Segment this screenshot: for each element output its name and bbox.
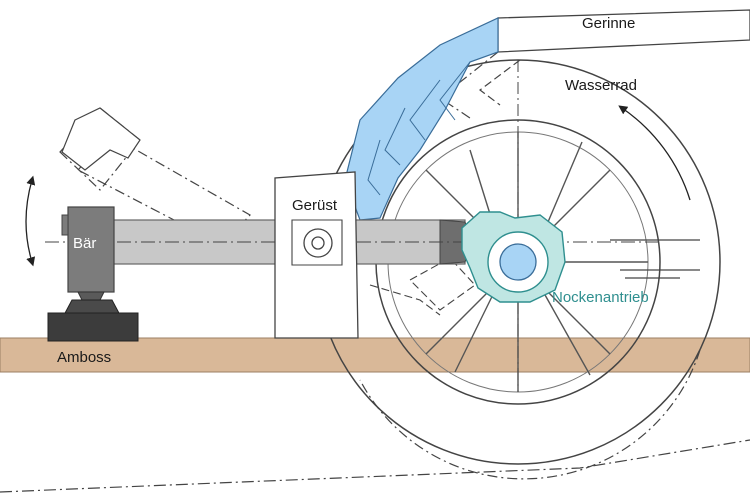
label-amboss: Amboss — [57, 349, 111, 366]
label-baer: Bär — [73, 235, 96, 252]
hammer-ghost-head — [61, 107, 141, 171]
label-gerinne: Gerinne — [582, 15, 635, 32]
cam-arm-ghost — [369, 284, 441, 316]
hammer-motion-arrow-icon — [25, 175, 36, 267]
flume-dashed-edge-2 — [479, 59, 521, 106]
pivot-inner — [311, 236, 325, 250]
rotation-arrow-icon — [618, 105, 691, 201]
hammer-head-ring — [61, 214, 69, 236]
label-geruest: Gerüst — [292, 197, 338, 214]
wheel-paddles — [610, 239, 700, 279]
label-nockenantrieb: Nockenantrieb — [552, 289, 649, 306]
ground-strip — [0, 337, 750, 373]
label-wasserrad: Wasserrad — [565, 77, 637, 94]
cam-lower-ghost — [409, 257, 476, 311]
water-flow-details — [367, 61, 471, 196]
anvil-base — [47, 312, 139, 342]
hammer-die — [77, 291, 105, 301]
wheel-inner-dashed-rim — [359, 349, 701, 480]
cam-hub-inner — [499, 243, 537, 281]
water-flow — [344, 17, 499, 221]
water-level-line — [0, 439, 750, 493]
